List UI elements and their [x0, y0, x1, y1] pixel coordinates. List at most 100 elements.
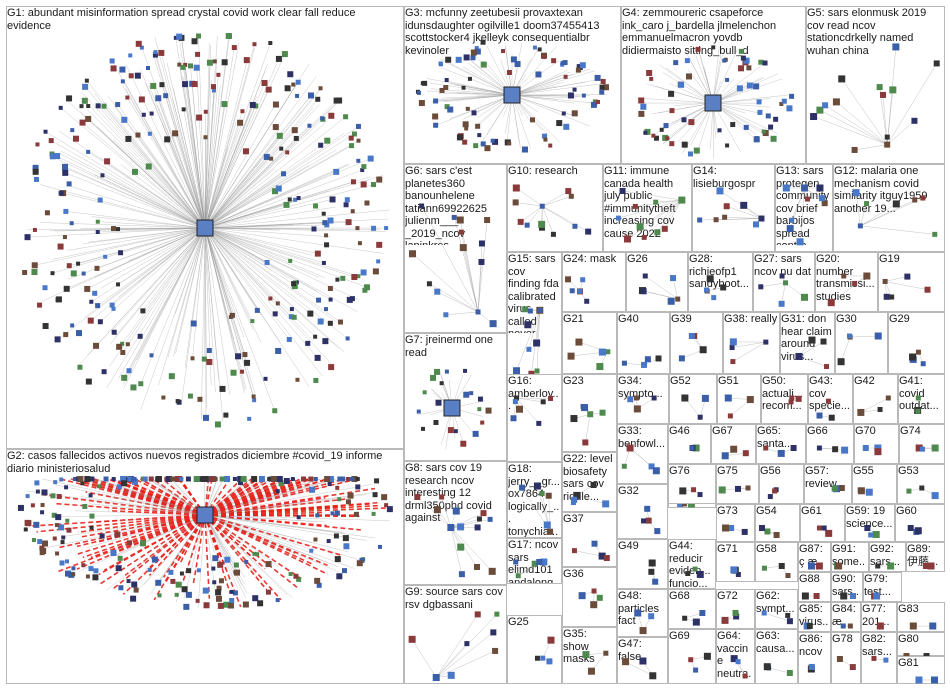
node[interactable]: [478, 258, 485, 265]
node[interactable]: [762, 60, 768, 66]
node[interactable]: [561, 111, 566, 116]
node[interactable]: [885, 395, 891, 401]
node[interactable]: [70, 323, 75, 328]
node[interactable]: [789, 217, 795, 223]
node[interactable]: [892, 200, 900, 208]
node[interactable]: [654, 528, 661, 535]
node[interactable]: [43, 129, 48, 134]
node[interactable]: [342, 535, 349, 542]
node[interactable]: [95, 303, 101, 309]
node[interactable]: [735, 572, 741, 578]
node[interactable]: [433, 122, 439, 128]
node[interactable]: [463, 391, 470, 398]
node[interactable]: [569, 288, 575, 294]
node[interactable]: [109, 302, 115, 308]
node[interactable]: [463, 54, 470, 61]
node[interactable]: [275, 347, 282, 354]
node[interactable]: [225, 33, 232, 39]
node[interactable]: [356, 138, 361, 143]
node[interactable]: [473, 143, 479, 149]
node[interactable]: [127, 477, 132, 481]
node[interactable]: [457, 523, 465, 531]
node[interactable]: [456, 216, 464, 224]
node[interactable]: [140, 540, 147, 547]
node[interactable]: [470, 49, 477, 56]
node[interactable]: [773, 116, 779, 122]
node[interactable]: [110, 550, 117, 557]
hub-node[interactable]: [443, 399, 461, 417]
node[interactable]: [560, 61, 565, 66]
node[interactable]: [443, 312, 449, 318]
node[interactable]: [909, 622, 917, 630]
node[interactable]: [458, 571, 465, 578]
node[interactable]: [506, 69, 512, 75]
node[interactable]: [295, 93, 300, 98]
node[interactable]: [548, 395, 554, 401]
node[interactable]: [381, 494, 388, 501]
node[interactable]: [181, 107, 186, 112]
node[interactable]: [931, 444, 939, 452]
node[interactable]: [546, 658, 553, 665]
node[interactable]: [825, 398, 831, 404]
node[interactable]: [37, 302, 43, 308]
node[interactable]: [699, 610, 706, 616]
node[interactable]: [180, 64, 186, 70]
node[interactable]: [689, 445, 695, 451]
node[interactable]: [840, 592, 848, 600]
node[interactable]: [54, 153, 61, 160]
node[interactable]: [649, 672, 657, 680]
node[interactable]: [836, 655, 843, 662]
node[interactable]: [874, 448, 882, 456]
node[interactable]: [216, 585, 222, 591]
node[interactable]: [443, 85, 449, 91]
node[interactable]: [377, 544, 382, 549]
node[interactable]: [722, 214, 728, 220]
node[interactable]: [665, 136, 670, 141]
node[interactable]: [655, 355, 662, 362]
node[interactable]: [730, 566, 738, 574]
hub-node[interactable]: [196, 219, 214, 237]
node[interactable]: [444, 77, 449, 82]
node[interactable]: [283, 201, 290, 208]
node[interactable]: [864, 201, 870, 207]
node[interactable]: [232, 590, 238, 596]
node[interactable]: [685, 73, 692, 80]
node[interactable]: [757, 109, 763, 115]
node[interactable]: [326, 539, 331, 544]
node[interactable]: [654, 229, 661, 236]
node[interactable]: [170, 578, 176, 584]
node[interactable]: [831, 485, 838, 492]
node[interactable]: [530, 117, 536, 123]
node[interactable]: [585, 228, 592, 235]
node[interactable]: [66, 181, 72, 187]
node[interactable]: [211, 88, 216, 93]
node[interactable]: [762, 130, 769, 137]
node[interactable]: [634, 609, 642, 617]
node[interactable]: [815, 562, 823, 570]
node[interactable]: [258, 476, 265, 482]
node[interactable]: [668, 90, 675, 97]
node[interactable]: [350, 209, 355, 214]
node[interactable]: [193, 476, 200, 482]
node[interactable]: [474, 48, 481, 55]
node[interactable]: [492, 138, 499, 145]
node[interactable]: [532, 45, 537, 50]
node[interactable]: [272, 311, 278, 317]
node[interactable]: [857, 408, 865, 416]
node[interactable]: [872, 530, 880, 538]
node[interactable]: [474, 611, 481, 618]
node[interactable]: [321, 211, 326, 216]
node[interactable]: [203, 135, 208, 140]
node[interactable]: [242, 148, 249, 155]
node[interactable]: [465, 106, 470, 111]
node[interactable]: [673, 60, 679, 66]
node[interactable]: [191, 81, 198, 88]
node[interactable]: [59, 560, 65, 566]
node[interactable]: [778, 563, 785, 569]
node[interactable]: [840, 623, 846, 629]
node[interactable]: [24, 234, 31, 241]
node[interactable]: [64, 570, 71, 577]
node[interactable]: [301, 476, 307, 482]
node[interactable]: [219, 476, 225, 482]
node[interactable]: [39, 550, 45, 556]
